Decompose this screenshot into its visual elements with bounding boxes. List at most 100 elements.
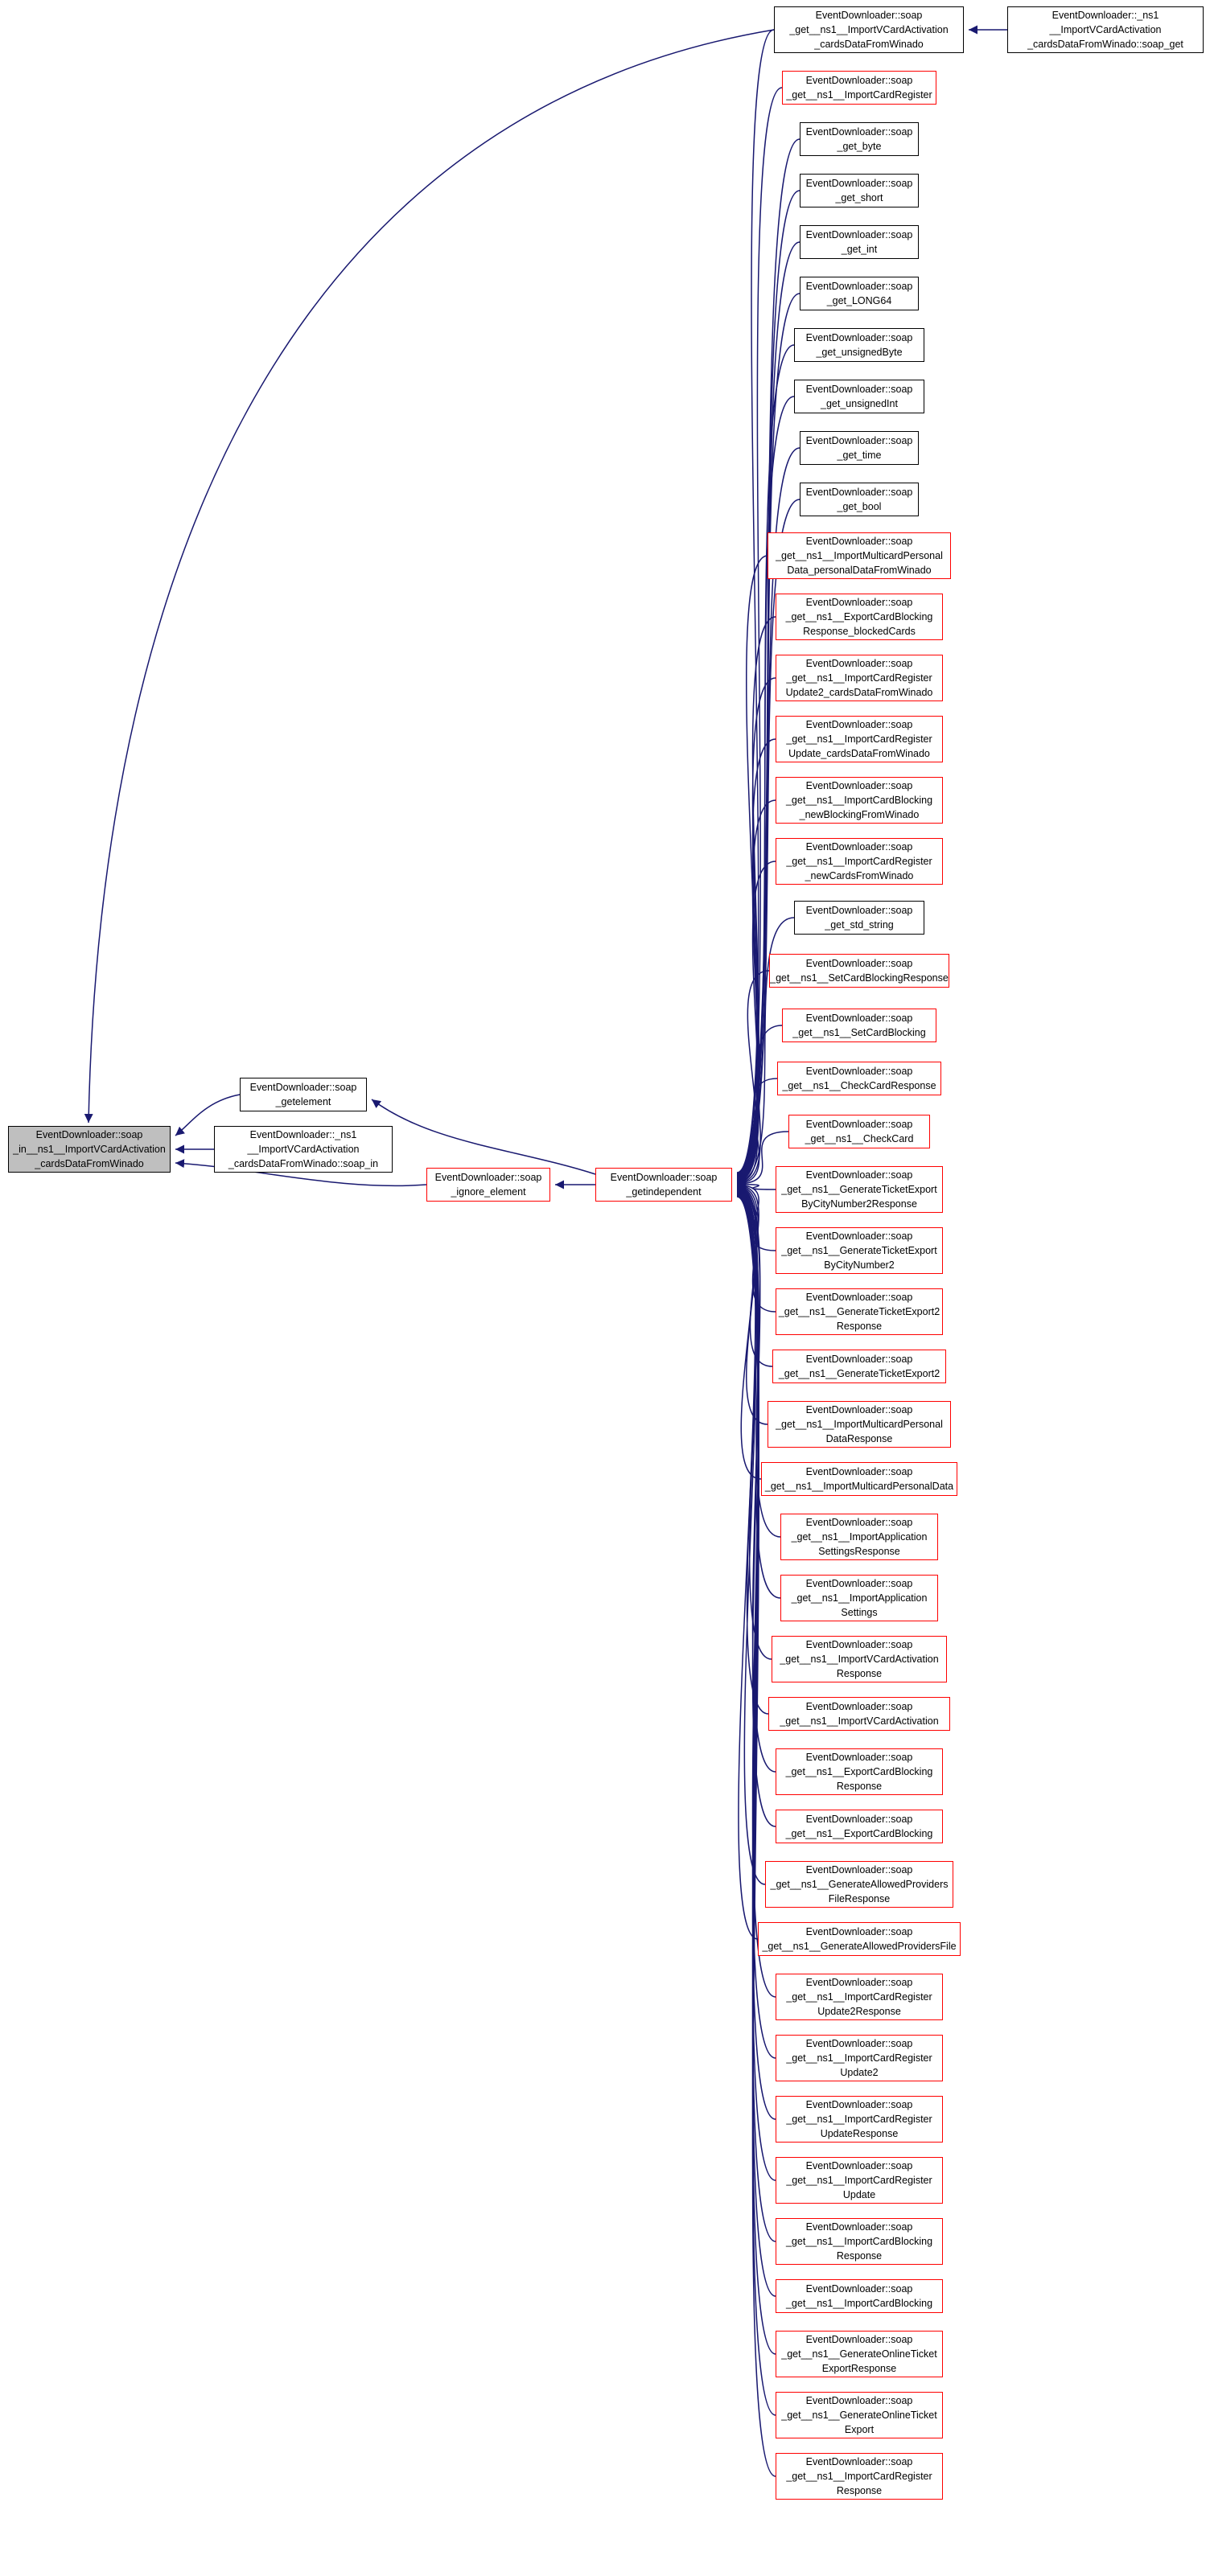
graph-node-get-bool[interactable]: EventDownloader::soap_get_bool xyxy=(800,483,919,516)
node-label-line: _get__ns1__ImportVCardActivation xyxy=(789,24,949,35)
call-edge xyxy=(736,555,768,1183)
graph-node-get-gapf[interactable]: EventDownloader::soap_get__ns1__Generate… xyxy=(758,1922,961,1956)
node-label-line: EventDownloader::soap xyxy=(805,1066,913,1077)
graph-node-get-ivca-cards[interactable]: EventDownloader::soap_get__ns1__ImportVC… xyxy=(774,6,964,53)
node-label-line: EventDownloader::soap xyxy=(815,10,923,21)
graph-node-get-icru2-response[interactable]: EventDownloader::soap_get__ns1__ImportCa… xyxy=(776,1974,943,2020)
node-label-line: _in__ns1__ImportVCardActivation xyxy=(13,1144,166,1155)
node-label-line: _getindependent xyxy=(626,1186,702,1198)
node-label-line: EventDownloader::_ns1 xyxy=(1052,10,1159,21)
graph-node-get-set-card-blocking-response[interactable]: EventDownloader::soap_get__ns1__SetCardB… xyxy=(769,954,949,988)
graph-node-method-soap-in[interactable]: EventDownloader::_ns1__ImportVCardActiva… xyxy=(214,1126,393,1173)
graph-node-get-impd-personal-data[interactable]: EventDownloader::soap_get__ns1__ImportMu… xyxy=(768,532,951,579)
node-label-line: EventDownloader::soap xyxy=(805,1404,913,1415)
graph-node-get-ivca[interactable]: EventDownloader::soap_get__ns1__ImportVC… xyxy=(768,1697,950,1731)
call-edge xyxy=(736,738,776,1185)
node-label-line: Settings xyxy=(841,1607,878,1618)
graph-node-get-unsigned-byte[interactable]: EventDownloader::soap_get_unsignedByte xyxy=(794,328,924,362)
graph-node-getelement[interactable]: EventDownloader::soap_getelement xyxy=(240,1078,367,1111)
node-label-line: _get__ns1__ImportCardRegister xyxy=(786,89,932,101)
node-label-line: _get__ns1__ImportApplication xyxy=(791,1531,928,1543)
node-label-line: _get__ns1__GenerateOnlineTicket xyxy=(781,2410,937,2421)
node-label-line: EventDownloader::soap xyxy=(805,2099,913,2110)
node-label-line: _get_unsignedInt xyxy=(821,398,898,409)
graph-node-get-int[interactable]: EventDownloader::soap_get_int xyxy=(800,225,919,259)
graph-node-get-icru2[interactable]: EventDownloader::soap_get__ns1__ImportCa… xyxy=(776,2035,943,2081)
graph-node-get-gtebcn2[interactable]: EventDownloader::soap_get__ns1__Generate… xyxy=(776,1227,943,1274)
node-label-line: _get__ns1__GenerateTicketExport2 xyxy=(778,1306,940,1317)
node-label-line: EventDownloader::soap xyxy=(805,2160,913,2171)
node-label-line: _get__ns1__ImportCardRegister xyxy=(786,672,932,684)
node-label-line: SettingsResponse xyxy=(818,1546,900,1557)
node-label-line: _get__ns1__ImportMulticardPersonal xyxy=(776,550,943,561)
node-label-line: EventDownloader::soap xyxy=(805,1354,913,1365)
graph-node-ignore-element[interactable]: EventDownloader::soap_ignore_element xyxy=(426,1168,550,1202)
node-label-line: _get__ns1__GenerateTicketExport xyxy=(781,1245,937,1256)
node-label-line: _cardsDataFromWinado xyxy=(814,39,924,50)
node-label-line: _get__ns1__ImportApplication xyxy=(791,1592,928,1604)
node-label-line: Response xyxy=(836,1668,883,1679)
graph-node-get-icb-response[interactable]: EventDownloader::soap_get__ns1__ImportCa… xyxy=(776,2218,943,2265)
node-label-line: _get__ns1__CheckCard xyxy=(805,1133,914,1144)
graph-node-get-icru2-cards[interactable]: EventDownloader::soap_get__ns1__ImportCa… xyxy=(776,655,943,701)
graph-node-get-ias-response[interactable]: EventDownloader::soap_get__ns1__ImportAp… xyxy=(780,1514,938,1560)
graph-node-get-gote[interactable]: EventDownloader::soap_get__ns1__Generate… xyxy=(776,2392,943,2438)
node-label-line: EventDownloader::soap xyxy=(805,229,913,240)
graph-node-get-time[interactable]: EventDownloader::soap_get_time xyxy=(800,431,919,465)
node-label-line: _get__ns1__ImportCardRegister xyxy=(786,733,932,745)
graph-node-get-check-card[interactable]: EventDownloader::soap_get__ns1__CheckCar… xyxy=(788,1115,930,1148)
node-label-line: EventDownloader::soap xyxy=(805,75,913,86)
graph-node-get-icru[interactable]: EventDownloader::soap_get__ns1__ImportCa… xyxy=(776,2157,943,2204)
graph-node-get-ias[interactable]: EventDownloader::soap_get__ns1__ImportAp… xyxy=(780,1575,938,1621)
node-label-line: _get__ns1__ImportCardBlocking xyxy=(785,795,933,806)
graph-node-get-icr-new-cards[interactable]: EventDownloader::soap_get__ns1__ImportCa… xyxy=(776,838,943,885)
graph-node-method-soap-get[interactable]: EventDownloader::_ns1__ImportVCardActiva… xyxy=(1007,6,1204,53)
graph-node-get-icb-new-blocking[interactable]: EventDownloader::soap_get__ns1__ImportCa… xyxy=(776,777,943,824)
graph-node-main: EventDownloader::soap_in__ns1__ImportVCa… xyxy=(8,1126,171,1173)
graph-node-get-impd-response[interactable]: EventDownloader::soap_get__ns1__ImportMu… xyxy=(768,1401,951,1448)
graph-node-get-gapf-response[interactable]: EventDownloader::soap_get__ns1__Generate… xyxy=(765,1861,953,1908)
node-label-line: _get__ns1__GenerateOnlineTicket xyxy=(781,2348,937,2360)
node-label-line: Response xyxy=(836,2250,883,2262)
node-label-line: EventDownloader::soap xyxy=(805,2456,913,2467)
node-label-line: Update2_cardsDataFromWinado xyxy=(785,687,933,698)
node-label-line: _get_LONG64 xyxy=(826,295,892,306)
graph-node-get-gte2[interactable]: EventDownloader::soap_get__ns1__Generate… xyxy=(772,1350,946,1383)
graph-node-get-ecb-response[interactable]: EventDownloader::soap_get__ns1__ExportCa… xyxy=(776,1748,943,1795)
graph-node-get-long64[interactable]: EventDownloader::soap_get_LONG64 xyxy=(800,277,919,310)
graph-node-get-ecb[interactable]: EventDownloader::soap_get__ns1__ExportCa… xyxy=(776,1810,943,1843)
node-label-line: FileResponse xyxy=(828,1893,891,1904)
node-label-line: _get__ns1__SetCardBlocking xyxy=(792,1027,926,1038)
node-label-line: _get__ns1__ImportCardBlocking xyxy=(785,2236,933,2247)
graph-node-get-set-card-blocking[interactable]: EventDownloader::soap_get__ns1__SetCardB… xyxy=(782,1009,936,1042)
node-label-line: EventDownloader::soap xyxy=(805,487,913,498)
node-label-line: _get__ns1__ImportCardRegister xyxy=(786,1991,932,2003)
graph-node-getindependent[interactable]: EventDownloader::soap_getindependent xyxy=(595,1168,732,1202)
node-label-line: EventDownloader::soap xyxy=(805,719,913,730)
graph-node-get-unsigned-int[interactable]: EventDownloader::soap_get_unsignedInt xyxy=(794,380,924,413)
graph-node-get-short[interactable]: EventDownloader::soap_get_short xyxy=(800,174,919,207)
graph-node-get-icr-response[interactable]: EventDownloader::soap_get__ns1__ImportCa… xyxy=(776,2453,943,2500)
graph-node-get-import-card-register[interactable]: EventDownloader::soap_get__ns1__ImportCa… xyxy=(782,71,936,105)
graph-node-get-ivca-response[interactable]: EventDownloader::soap_get__ns1__ImportVC… xyxy=(772,1636,947,1682)
node-label-line: EventDownloader::soap xyxy=(805,958,913,969)
node-label-line: EventDownloader::soap xyxy=(805,1169,913,1181)
graph-node-get-check-card-response[interactable]: EventDownloader::soap_get__ns1__CheckCar… xyxy=(777,1062,941,1095)
graph-node-get-std-string[interactable]: EventDownloader::soap_get_std_string xyxy=(794,901,924,935)
graph-node-get-icb[interactable]: EventDownloader::soap_get__ns1__ImportCa… xyxy=(776,2279,943,2313)
graph-node-get-gtebcn2-response[interactable]: EventDownloader::soap_get__ns1__Generate… xyxy=(776,1166,943,1213)
node-label-line: EventDownloader::soap xyxy=(805,1752,913,1763)
graph-node-get-icru-cards[interactable]: EventDownloader::soap_get__ns1__ImportCa… xyxy=(776,716,943,762)
call-edge xyxy=(371,1099,596,1175)
graph-node-get-gte2-response[interactable]: EventDownloader::soap_get__ns1__Generate… xyxy=(776,1288,943,1335)
node-label-line: _get__ns1__ImportMulticardPersonal xyxy=(776,1419,943,1430)
graph-node-get-byte[interactable]: EventDownloader::soap_get_byte xyxy=(800,122,919,156)
call-edge xyxy=(736,1078,778,1188)
graph-node-get-ecbr-blocked-cards[interactable]: EventDownloader::soap_get__ns1__ExportCa… xyxy=(776,594,943,640)
graph-node-get-impd[interactable]: EventDownloader::soap_get__ns1__ImportMu… xyxy=(761,1462,957,1496)
node-label-line: _get__ns1__GenerateAllowedProvidersFile xyxy=(762,1941,957,1952)
node-label-line: EventDownloader::soap xyxy=(805,841,913,853)
graph-node-get-icru-response[interactable]: EventDownloader::soap_get__ns1__ImportCa… xyxy=(776,2096,943,2143)
graph-node-get-gote-response[interactable]: EventDownloader::soap_get__ns1__Generate… xyxy=(776,2331,943,2377)
